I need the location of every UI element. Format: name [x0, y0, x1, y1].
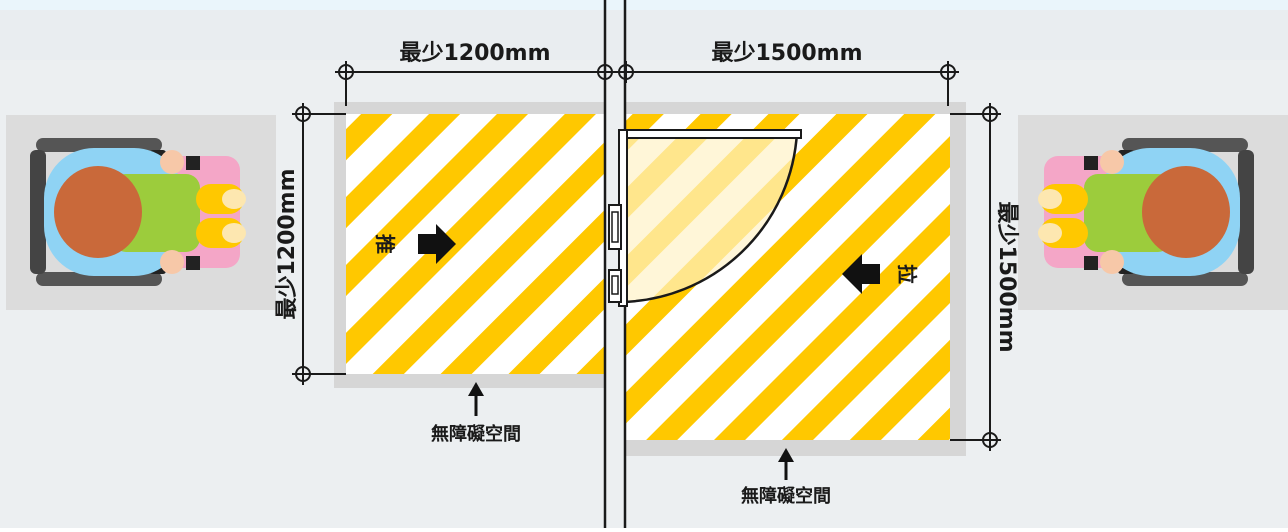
pull-arrow-icon: [842, 254, 880, 294]
push-label: 推: [373, 234, 397, 254]
pull-label: 拉: [895, 264, 919, 284]
push-arrow-icon: [418, 224, 456, 264]
top-dimension-left: 最少1200mm: [334, 41, 617, 106]
left-accessible-space: [346, 114, 604, 374]
right-space-callout: 無障礙空間: [741, 448, 831, 507]
right-width-label: 最少1500mm: [711, 41, 862, 66]
push-indicator: 推: [373, 224, 456, 264]
pull-indicator: 拉: [842, 254, 919, 294]
wheelchair-user-icon: [1038, 138, 1254, 286]
right-depth-label: 最少1500mm: [994, 201, 1019, 352]
right-space-label: 無障礙空間: [741, 485, 831, 507]
wheelchair-user-icon: [30, 138, 246, 286]
left-depth-dimension: 最少1200mm: [275, 102, 346, 386]
left-space-callout: 無障礙空間: [431, 382, 521, 445]
left-width-label: 最少1200mm: [399, 41, 550, 66]
top-dimension-right: 最少1500mm: [614, 41, 960, 106]
right-depth-dimension: 最少1500mm: [950, 102, 1019, 452]
left-space-label: 無障礙空間: [431, 423, 521, 445]
left-depth-label: 最少1200mm: [275, 168, 300, 319]
door-hinge-icon: [608, 204, 622, 303]
